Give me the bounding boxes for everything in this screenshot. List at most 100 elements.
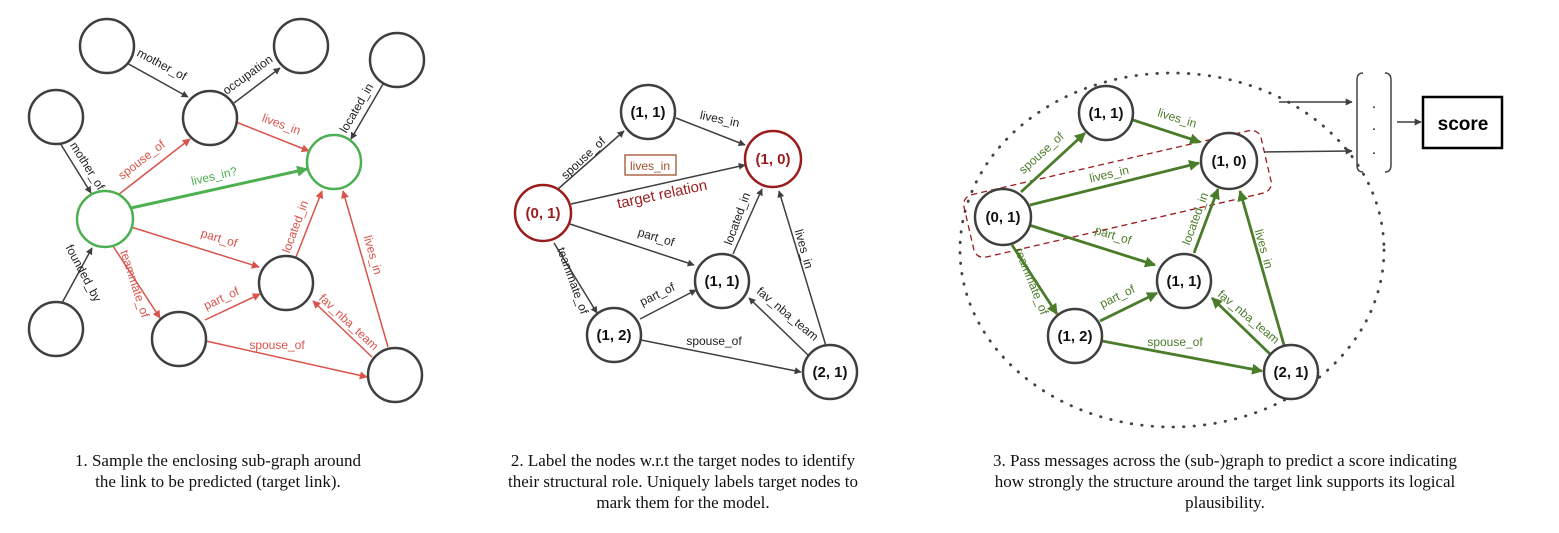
p3-edge-lives-in-mid [1029,160,1201,207]
p3-output-arrow-bottom [1263,147,1353,155]
p3-node-b [1199,131,1259,191]
p2-node-a-label: (1, 1) [630,104,665,121]
p1-edge-lives-in-q [130,165,309,210]
p2-label-teammate-of: teammate_of [554,245,591,316]
p2-edge-teammate-of [553,242,598,314]
p1-label-teammate-of: teammate_of [117,248,152,320]
p3-vector-dot-3: . [1372,141,1376,158]
p1-label-located-in-top: located_in [337,81,376,135]
p2-edge-spouse-of-bottom [640,339,802,375]
p1-edge-lives-in-top [235,121,310,153]
p3-edge-part-of-mid [1028,223,1157,268]
p1-node [150,310,208,368]
p2-node-f-label: (2, 1) [812,364,847,381]
p2-target-relation-box [624,154,677,176]
p2-edge-lives-in-top [675,117,746,146]
p2-label-target-box: lives_in [630,159,670,173]
p1-label-part-of-mid: part_of [199,226,239,251]
p3-node-f-label: (2, 1) [1273,364,1308,381]
p3-subgraph-boundary [958,71,1386,429]
p2-label-part-of-low: part_of [637,280,677,309]
p3-edge-lives-in-top [1129,117,1202,145]
p3-label-teammate-of: teammate_of [1012,246,1051,317]
p3-node-e-label: (1, 2) [1057,328,1092,345]
p3-vector-dot-1: . [1372,95,1376,112]
p3-node-a-label: (1, 1) [1088,105,1123,122]
p2-caption-line-1: 2. Label the nodes w.r.t the target node… [511,451,856,470]
panel-1: mother_of occupation located_in mother_o… [27,17,426,491]
p1-edge-located-in-mid [295,190,324,258]
p2-node-b [743,129,803,189]
p3-node-b-label: (1, 0) [1211,153,1246,170]
p3-node-d [1155,252,1213,310]
p3-edge-spouse-of [1020,131,1086,194]
p3-vector-bracket-left [1356,72,1364,173]
p2-label-part-of-mid: part_of [636,225,676,250]
p1-node [366,346,424,404]
p1-caption-line-1: 1. Sample the enclosing sub-graph around [75,451,362,470]
p3-caption-line-3: plausibility. [1185,493,1265,512]
p2-node-d [693,252,751,310]
p1-edge-part-of-mid [130,226,260,269]
p1-edge-founded-by [61,247,93,304]
p1-edge-located-in-top [350,83,384,140]
p2-node-e [585,306,643,364]
p1-label-lives-in-right: lives_in [361,234,385,276]
p1-edge-lives-in-right [341,190,389,348]
p1-label-located-in-mid: located_in [279,199,311,255]
p3-label-part-of-mid: part_of [1093,223,1133,248]
p1-edge-part-of-low [204,293,261,321]
p1-edge-mother-of-left [59,142,92,194]
p1-edge-fav-nba-team [312,300,373,358]
p2-node-d-label: (1, 1) [704,273,739,290]
p2-node-c-label: (0, 1) [525,205,560,222]
p2-label-lives-in-right: lives_in [792,228,816,270]
p2-edge-part-of-mid [569,223,695,267]
p2-node-b-label: (1, 0) [755,151,790,168]
p3-node-f [1262,343,1320,401]
p1-label-spouse-of-bottom: spouse_of [249,338,305,352]
p1-edge-spouse-of [117,138,191,196]
p2-caption-line-3: mark them for the model. [596,493,769,512]
p1-edge-occupation [233,67,281,104]
p2-label-spouse-of-bottom: spouse_of [686,334,742,348]
p3-node-c-label: (0, 1) [985,209,1020,226]
p2-label-lives-in-top: lives_in [699,108,741,130]
p1-target-node [305,133,363,191]
p2-caption-line-2: their structural role. Uniquely labels t… [508,472,858,491]
p3-edge-part-of-low [1099,291,1158,323]
p1-node [181,89,239,147]
p3-node-e [1046,307,1104,365]
p2-edge-located-in [732,188,763,255]
p2-node-f [801,343,859,401]
p3-label-spouse-of-bottom: spouse_of [1147,335,1203,349]
p1-node [257,254,315,312]
p3-score-box [1421,95,1504,150]
p3-caption-line-2: how strongly the structure around the ta… [995,472,1456,491]
p2-edge-target [570,162,746,205]
p2-node-c [513,183,573,243]
p3-label-spouse-of: spouse_of [1016,129,1067,177]
p3-vector-dot-2: . [1372,117,1376,134]
p3-edge-located-in [1192,187,1220,254]
p1-node [27,300,85,358]
p2-edge-lives-in-right [777,190,827,347]
p1-label-mother-of-top: mother_of [135,46,190,84]
p1-label-occupation: occupation [220,52,275,97]
p2-label-spouse-of: spouse_of [558,134,609,182]
p3-target-box [963,129,1272,259]
p3-node-d-label: (1, 1) [1166,273,1201,290]
p1-edge-teammate-of [112,245,161,319]
p2-edge-fav-nba-team [748,297,809,356]
p1-node [78,17,136,75]
p3-node-a [1077,84,1135,142]
p2-node-e-label: (1, 2) [596,327,631,344]
p1-label-founded-by: founded_by [63,242,105,304]
p3-node-c [973,187,1033,247]
p1-label-mother-of-left: mother_of [67,139,108,193]
p3-caption-line-1: 3. Pass messages across the (sub-)graph … [993,451,1458,470]
p1-edge-mother-of-top [124,61,189,98]
p3-edge-spouse-of-bottom [1101,339,1264,375]
p1-target-node [75,189,135,249]
